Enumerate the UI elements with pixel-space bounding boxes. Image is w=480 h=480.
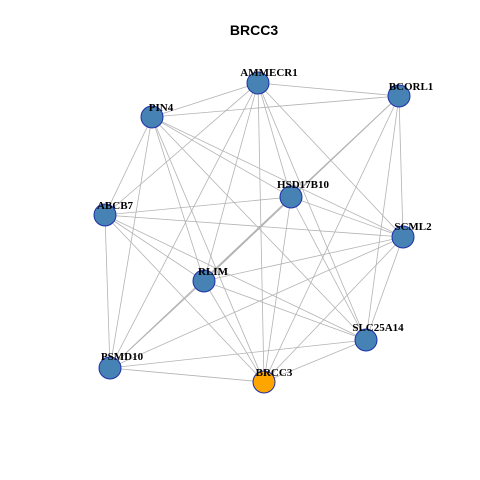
edge-rlim-psmd10	[109, 280, 205, 369]
node-rlim	[192, 269, 216, 293]
edge-scml2-psmd10	[109, 236, 404, 369]
edge-ammecr1-brcc3	[257, 82, 265, 383]
edge-hsd17b10-abcb7	[104, 196, 292, 216]
node-brcc3	[252, 370, 276, 394]
edge-pin4-slc25a14	[151, 116, 367, 341]
edge-hsd17b10-brcc3	[263, 196, 292, 383]
node-slc25a14	[354, 328, 378, 352]
node-bcorl1	[387, 84, 411, 108]
node-label-abcb7: ABCB7	[97, 200, 134, 212]
edge-slc25a14-brcc3	[263, 339, 367, 383]
edge-ammecr1-abcb7	[104, 82, 259, 216]
node-label-slc25a14: SLC25A14	[352, 322, 404, 334]
edge-ammecr1-psmd10	[109, 82, 259, 369]
node-label-pin4: PIN4	[149, 102, 174, 114]
edge-ammecr1-bcorl1	[257, 82, 400, 97]
edge-scml2-slc25a14	[365, 236, 404, 341]
edge-pin4-hsd17b10	[151, 116, 292, 198]
edge-ammecr1-pin4	[151, 82, 259, 118]
edge-bcorl1-scml2	[398, 95, 404, 238]
edge-layer	[104, 82, 404, 383]
node-psmd10	[98, 356, 122, 380]
edge-pin4-brcc3	[151, 116, 265, 383]
edge-abcb7-psmd10	[104, 214, 111, 369]
edge-bcorl1-pin4	[151, 95, 400, 118]
edge-rlim-slc25a14	[203, 280, 367, 341]
edge-pin4-abcb7	[104, 116, 153, 216]
edge-scml2-rlim	[203, 236, 404, 282]
edge-ammecr1-rlim	[203, 82, 259, 282]
edge-ammecr1-hsd17b10	[257, 82, 292, 198]
node-label-scml2: SCML2	[394, 221, 432, 233]
node-label-brcc3: BRCC3	[256, 367, 293, 379]
edge-abcb7-scml2	[104, 214, 404, 238]
node-label-bcorl1: BCORL1	[389, 81, 434, 93]
edge-slc25a14-psmd10	[109, 339, 367, 369]
diagram-title: BRCC3	[230, 22, 278, 38]
edge-hsd17b10-slc25a14	[290, 196, 367, 341]
node-label-psmd10: PSMD10	[101, 351, 144, 363]
edge-pin4-rlim	[151, 116, 205, 282]
node-label-hsd17b10: HSD17B10	[277, 179, 329, 191]
node-hsd17b10	[279, 185, 303, 209]
edge-bcorl1-brcc3	[263, 95, 400, 383]
edge-psmd10-brcc3	[109, 367, 265, 383]
node-scml2	[391, 225, 415, 249]
node-label-ammecr1: AMMECR1	[240, 67, 297, 79]
edge-rlim-brcc3	[203, 280, 265, 383]
node-pin4	[140, 105, 164, 129]
edge-hsd17b10-scml2	[290, 196, 404, 238]
edge-abcb7-rlim	[104, 214, 205, 282]
edge-ammecr1-slc25a14	[257, 82, 367, 341]
node-layer	[93, 71, 415, 394]
node-label-rlim: RLIM	[198, 266, 229, 278]
edge-bcorl1-slc25a14	[365, 95, 400, 341]
node-abcb7	[93, 203, 117, 227]
node-ammecr1	[246, 71, 270, 95]
edge-pin4-scml2	[151, 116, 404, 238]
edge-abcb7-slc25a14	[104, 214, 367, 341]
edge-scml2-brcc3	[263, 236, 404, 383]
